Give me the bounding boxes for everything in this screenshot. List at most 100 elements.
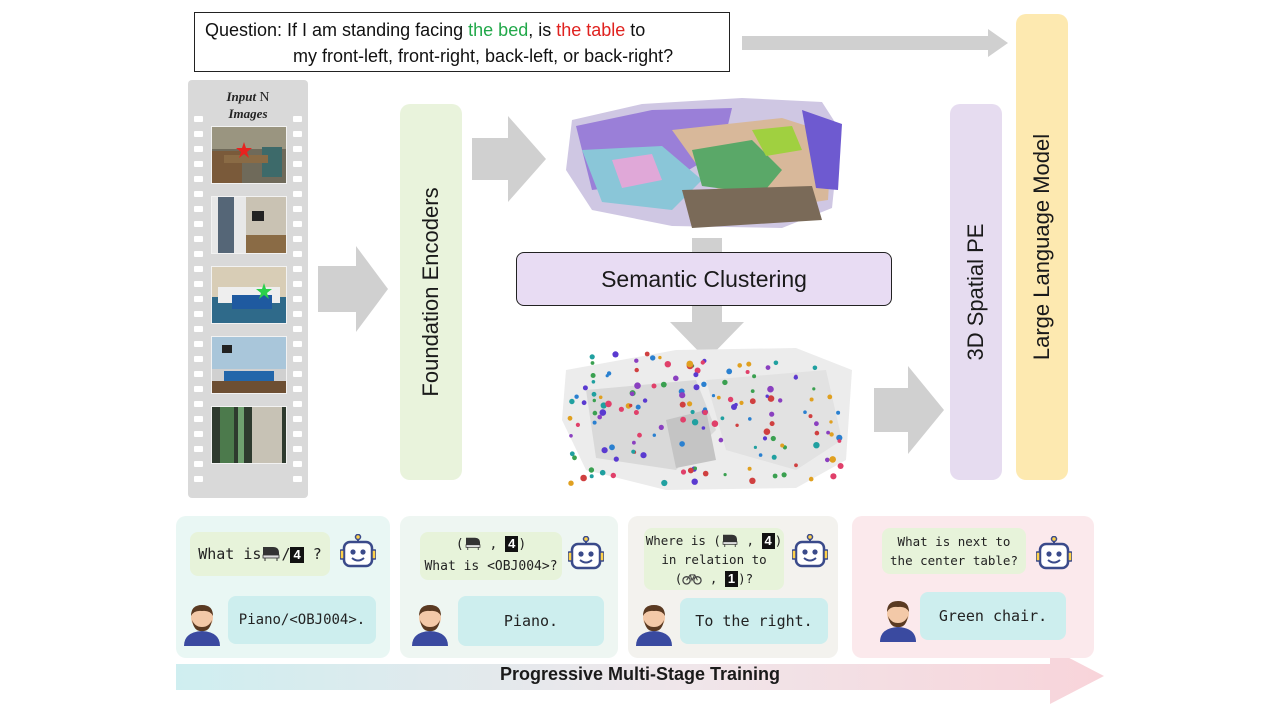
cluster-point bbox=[686, 360, 694, 368]
arrow-encoders-to-pointcloud bbox=[472, 116, 546, 202]
3d-spatial-pe-label: 3D Spatial PE bbox=[963, 223, 988, 361]
filmstrip-hole bbox=[194, 431, 203, 437]
cluster-point bbox=[723, 473, 727, 477]
filmstrip-hole bbox=[194, 371, 203, 377]
bed-highlight: the bed bbox=[468, 20, 529, 40]
cluster-point bbox=[772, 473, 778, 479]
cluster-point bbox=[591, 391, 597, 397]
cluster-point bbox=[826, 430, 830, 435]
cluster-point bbox=[829, 420, 833, 424]
arrow-cluster-to-sparse bbox=[670, 306, 744, 360]
cluster-point bbox=[836, 410, 841, 415]
filmstrip-hole bbox=[293, 161, 302, 167]
cluster-point bbox=[808, 414, 813, 419]
stage3-question-bubble: Where is ( , 4) in relation to ( , 1)? bbox=[644, 528, 784, 590]
filmstrip-hole bbox=[293, 131, 302, 137]
filmstrip-hole bbox=[194, 176, 203, 182]
arrow-images-to-encoders bbox=[318, 246, 388, 332]
cluster-point bbox=[803, 410, 807, 414]
cluster-point bbox=[664, 361, 671, 368]
cluster-point bbox=[711, 420, 719, 427]
cluster-point bbox=[809, 397, 814, 402]
cluster-point bbox=[739, 400, 744, 405]
cluster-point bbox=[610, 472, 616, 479]
training-label: Progressive Multi-Stage Training bbox=[499, 664, 781, 684]
cluster-point bbox=[767, 385, 774, 393]
cluster-point bbox=[745, 370, 750, 374]
cluster-point bbox=[829, 456, 836, 463]
filmstrip-hole bbox=[293, 281, 302, 287]
cluster-point bbox=[769, 421, 775, 427]
filmstrip-holes bbox=[188, 80, 308, 498]
filmstrip-hole bbox=[194, 356, 203, 362]
training-stage-2: ( , 4) What is <OBJ004>? Piano. bbox=[400, 516, 618, 658]
cluster-point bbox=[650, 355, 656, 361]
object-id-badge: 4 bbox=[761, 533, 775, 549]
filmstrip-hole bbox=[293, 356, 302, 362]
input-image-4 bbox=[211, 336, 287, 394]
table-highlight: the table bbox=[556, 20, 626, 40]
cluster-point bbox=[569, 434, 573, 438]
cluster-point bbox=[813, 442, 820, 449]
filmstrip-hole bbox=[293, 176, 302, 182]
filmstrip-hole bbox=[293, 251, 302, 257]
training-stage-1: What is/4 ? Piano/<OBJ004>. bbox=[176, 516, 390, 658]
cluster-point bbox=[679, 401, 686, 408]
cluster-point bbox=[592, 410, 598, 416]
cluster-point bbox=[572, 455, 577, 461]
filmstrip-hole bbox=[194, 266, 203, 272]
cluster-point bbox=[679, 392, 686, 399]
cluster-point bbox=[771, 454, 777, 460]
cluster-point bbox=[598, 395, 603, 400]
cluster-point bbox=[631, 449, 636, 454]
cluster-point bbox=[765, 365, 771, 370]
arrow-question-to-llm bbox=[742, 29, 1008, 57]
cluster-point bbox=[582, 385, 588, 391]
cluster-point bbox=[691, 419, 699, 426]
cluster-point bbox=[687, 467, 694, 474]
cluster-point bbox=[581, 400, 587, 406]
filmstrip-hole bbox=[194, 221, 203, 227]
cluster-point bbox=[825, 457, 830, 463]
filmstrip-hole bbox=[293, 341, 302, 347]
cluster-point bbox=[629, 403, 633, 408]
cluster-point bbox=[633, 410, 639, 415]
filmstrip-hole bbox=[194, 206, 203, 212]
cluster-point bbox=[767, 395, 775, 402]
person-icon bbox=[182, 602, 222, 646]
cluster-point bbox=[660, 381, 667, 388]
cluster-point bbox=[637, 432, 642, 438]
stage2-answer-bubble: Piano. bbox=[458, 596, 604, 646]
cluster-point bbox=[722, 379, 728, 386]
cluster-point bbox=[734, 402, 738, 407]
cluster-point bbox=[632, 440, 636, 445]
cluster-point bbox=[634, 367, 639, 373]
cluster-point bbox=[781, 472, 787, 478]
cluster-point bbox=[720, 416, 725, 421]
cluster-point bbox=[780, 443, 785, 448]
cluster-point bbox=[711, 394, 716, 398]
cluster-point bbox=[605, 400, 612, 408]
cluster-point bbox=[580, 474, 587, 482]
cluster-point bbox=[762, 436, 768, 441]
training-stage-4: What is next to the center table? Green … bbox=[852, 516, 1094, 658]
cluster-point bbox=[812, 365, 818, 371]
filmstrip-hole bbox=[293, 191, 302, 197]
cluster-point bbox=[644, 351, 650, 357]
filmstrip-hole bbox=[194, 296, 203, 302]
cluster-point bbox=[634, 358, 639, 363]
filmstrip-hole bbox=[194, 416, 203, 422]
cluster-point bbox=[634, 382, 641, 389]
piano-icon bbox=[464, 536, 482, 550]
cluster-point bbox=[716, 395, 721, 400]
filmstrip-hole bbox=[293, 416, 302, 422]
cluster-point bbox=[752, 374, 757, 379]
cluster-point bbox=[606, 371, 612, 376]
arrow-pointcloud-to-cluster bbox=[692, 238, 722, 254]
cluster-point bbox=[629, 391, 635, 397]
cluster-point bbox=[613, 456, 619, 462]
filmstrip-hole bbox=[293, 446, 302, 452]
person-icon bbox=[878, 598, 918, 642]
filmstrip-hole bbox=[293, 266, 302, 272]
